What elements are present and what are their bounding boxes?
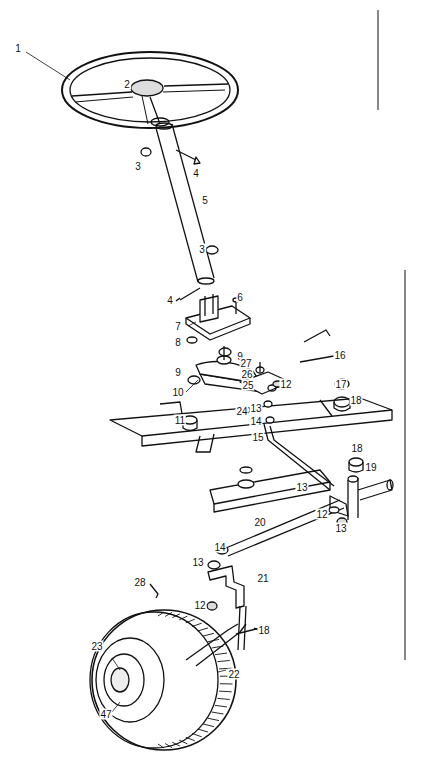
callout-number: 2 [123,79,131,90]
callout-number: 23 [90,641,103,652]
front-axle [226,500,344,556]
steering-column [156,123,214,284]
leader-lines [26,52,226,712]
callout-number: 5 [201,195,209,206]
callout-number: 8 [174,337,182,348]
callout-number: 12 [315,509,328,520]
callout-number: 13 [249,403,262,414]
callout-number: 15 [251,432,264,443]
callout-number: 24 [235,406,248,417]
callout-number: 19 [364,462,377,473]
callout-number: 12 [193,600,206,611]
callout-number: 25 [241,380,254,391]
callout-number: 20 [253,517,266,528]
right-spindle [329,458,393,526]
callout-number: 12 [279,379,292,390]
front-wheel [90,610,236,750]
callout-number: 13 [295,482,308,493]
callout-number: 14 [213,542,226,553]
callout-number: 26 [240,369,253,380]
callout-number: 13 [191,557,204,568]
callout-number: 10 [171,387,184,398]
callout-number: 18 [349,395,362,406]
steering-bracket [186,294,250,356]
callout-number: 16 [333,350,346,361]
callout-number: 14 [249,416,262,427]
steering-wheel [62,52,238,128]
callout-number: 17 [334,379,347,390]
callout-number: 9 [174,367,182,378]
callout-number: 47 [99,709,112,720]
callout-number: 6 [236,292,244,303]
callout-number: 4 [192,168,200,179]
callout-number: 13 [334,523,347,534]
axle-support [210,467,330,512]
callout-number: 4 [166,295,174,306]
callout-number: 27 [239,358,252,369]
drag-link [264,424,334,490]
callout-number: 28 [133,577,146,588]
callout-number: 3 [134,161,142,172]
callout-number: 7 [174,321,182,332]
sector-gear [188,346,262,392]
callout-number: 1 [14,43,22,54]
callout-number: 22 [227,669,240,680]
callout-number: 21 [256,573,269,584]
callout-number: 11 [174,415,186,426]
callout-number: 3 [198,244,206,255]
left-spindle [186,546,246,666]
callout-number: 18 [257,625,270,636]
callout-number: 18 [350,443,363,454]
